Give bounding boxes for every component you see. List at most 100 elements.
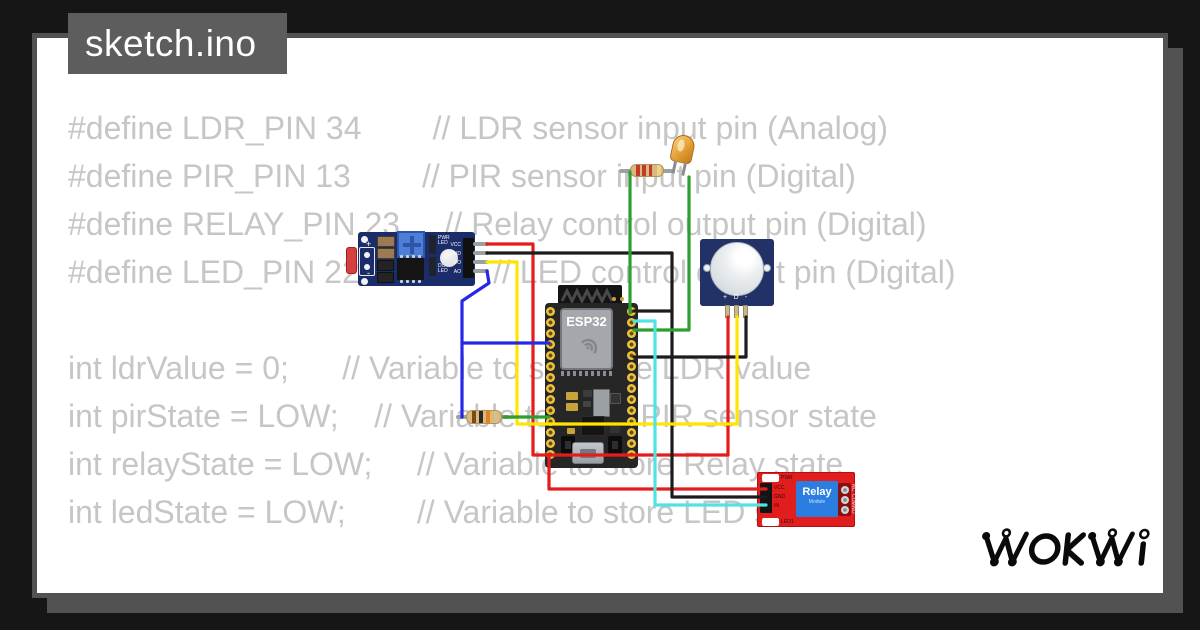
esp32-pin (545, 383, 555, 393)
code-line: #define LED_PIN 22 // LED control output… (68, 254, 956, 290)
esp32-pin (545, 372, 555, 382)
pwr-led-icon (762, 474, 779, 482)
pad-icon (364, 264, 370, 270)
code-line: #define LDR_PIN 34 // LDR sensor input p… (68, 110, 888, 146)
pir-pin (743, 305, 748, 318)
smd (566, 403, 578, 411)
pir-label: D (733, 294, 739, 301)
relay-pin-label: GND (774, 494, 786, 500)
mount-hole-icon (361, 236, 368, 243)
fiducial-icon (620, 297, 624, 301)
pin-stub (473, 242, 489, 246)
smd (610, 425, 620, 433)
esp32-pin (626, 416, 636, 426)
relay-subtitle: Module (808, 499, 826, 505)
screw-terminal-icon (840, 486, 849, 494)
esp32-pin (545, 394, 555, 404)
smd-chip-icon (377, 260, 394, 271)
relay-pwr-label: PWR (781, 475, 793, 481)
code-line: int relayState = LOW; // Variable to sto… (68, 446, 844, 482)
ldr-terminal-frame (359, 247, 375, 276)
esp32-pin (626, 427, 636, 437)
smd-chip-icon (377, 272, 394, 283)
terminal-block-icon (838, 483, 851, 516)
pir-pin (725, 305, 730, 318)
potentiometer-icon (397, 231, 425, 258)
pin-header-icon (463, 238, 474, 278)
esp32-pin (626, 339, 636, 349)
esp32-pin (626, 438, 636, 448)
esp32-pin (545, 328, 555, 338)
pir-pin (734, 305, 739, 318)
photoresistor-icon (346, 247, 357, 274)
mount-hole-icon (361, 278, 368, 285)
code-line: int ledState = LOW; // Variable to store… (68, 494, 824, 530)
shield-pins-icon (561, 371, 612, 376)
esp32-pin (626, 372, 636, 382)
fiducial-icon (612, 297, 616, 301)
esp32-pin (545, 317, 555, 327)
relay-pin-label: VCC (774, 485, 785, 491)
esp32-pin (545, 449, 555, 459)
wifi-logo-icon (580, 338, 598, 354)
terminal-label: NC (850, 484, 856, 492)
pin-stub (473, 260, 489, 264)
flash-chip-icon (581, 416, 605, 436)
pad-icon (364, 252, 370, 258)
pin-stub (473, 269, 489, 273)
esp32-pin (545, 306, 555, 316)
filename-tab: sketch.ino (68, 13, 287, 74)
smd (567, 428, 575, 434)
esp32-pin (626, 350, 636, 360)
relay-led1-label: LED1 (781, 519, 794, 525)
code-line: #define RELAY_PIN 23 // Relay control ou… (68, 206, 927, 242)
smd (566, 392, 578, 400)
esp32-pin (545, 416, 555, 426)
code-line: void setup() { (68, 590, 255, 592)
mount-hole-icon (703, 264, 711, 272)
smd (583, 390, 592, 397)
smd-chip-icon (429, 257, 436, 276)
relay-module: PWR LED1 VCC GND IN Relay Module NC COM … (757, 472, 857, 529)
relay-pin-header (760, 483, 772, 513)
pir-label: + (722, 294, 728, 301)
esp32-pin (545, 438, 555, 448)
screw-terminal-icon (840, 496, 849, 504)
pir-label: - (744, 294, 748, 301)
relay-title: Relay (802, 486, 832, 498)
terminal-label: COM (850, 494, 856, 506)
wokwi-logo (982, 528, 1150, 567)
ldr-plus-label: + (366, 239, 372, 249)
esp32-pin (626, 306, 636, 316)
smd-resistor-icon (377, 236, 395, 247)
mount-hole-icon (763, 264, 771, 272)
ldr-pin-label: VCC (450, 242, 461, 248)
pir-dome-icon (710, 242, 764, 296)
esp32-pin (626, 383, 636, 393)
esp32-pin (545, 350, 555, 360)
code-line: #define PIR_PIN 13 // PIR sensor input p… (68, 158, 856, 194)
esp32-pin (626, 394, 636, 404)
regulator-icon (593, 389, 610, 417)
esp32-pin (626, 328, 636, 338)
resistor-pulldown (456, 409, 511, 426)
boot-button (608, 436, 622, 454)
smd-chip-icon (429, 235, 436, 254)
esp32-pin (626, 361, 636, 371)
terminal-label: NO (850, 506, 856, 514)
led1-icon (762, 518, 779, 526)
esp32-pin (626, 449, 636, 459)
esp32-board: ESP32 (545, 283, 640, 470)
led-leg (681, 162, 687, 176)
ldr-pin-label: GND (449, 251, 461, 257)
sensor-disc-icon (440, 249, 458, 267)
esp32-pin (545, 405, 555, 415)
ldr-pin-label: AO (453, 269, 461, 275)
esp32-pin (626, 317, 636, 327)
smd (583, 401, 591, 407)
ldr-pin-label: DO (453, 260, 462, 266)
ic-chip-icon (397, 255, 424, 283)
